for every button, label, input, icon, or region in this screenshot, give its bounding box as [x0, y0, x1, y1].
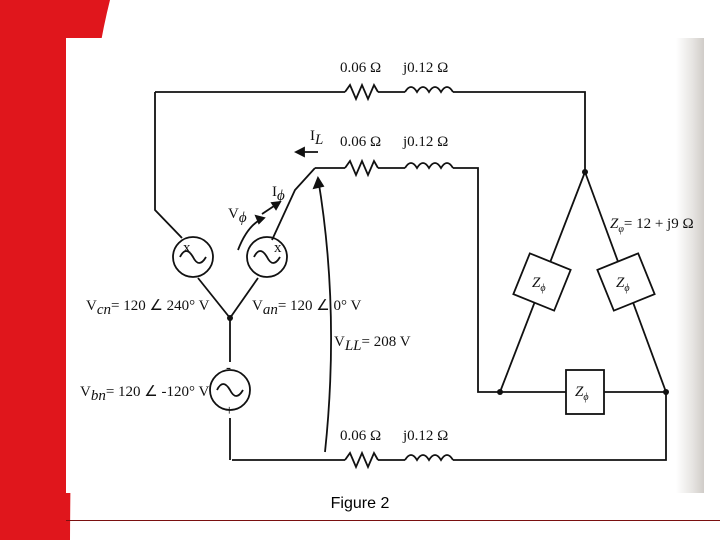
footer-rule: [66, 520, 720, 521]
bot-resistor: [344, 450, 379, 470]
mid-to-source: [271, 167, 316, 241]
svg-text:x: x: [274, 240, 282, 256]
source-c: [172, 236, 214, 278]
mid-reactance-label: j0.12 Ω: [402, 134, 448, 150]
zphi-value-label: Zφ= 12 + j9 Ω: [610, 216, 694, 235]
red-side-bar: [0, 0, 66, 540]
figure-caption: Figure 2: [330, 495, 390, 512]
scanned-figure-area: [66, 38, 704, 493]
svg-text:-: -: [226, 360, 231, 376]
mid-inductor: [404, 162, 454, 170]
top-reactance-label: j0.12 Ω: [402, 60, 448, 76]
source-b: [209, 369, 251, 411]
il-label: IL: [310, 128, 323, 148]
top-resistance-label: 0.06 Ω: [340, 60, 381, 76]
z-left-label: Zϕ: [532, 275, 546, 294]
wye-right-arm: [229, 277, 259, 319]
top-wire-c: [453, 91, 586, 172]
vll-arrow: [317, 177, 332, 453]
bot-resistance-label: 0.06 Ω: [340, 428, 381, 444]
bot-reactance-label: j0.12 Ω: [402, 428, 448, 444]
top-inductor: [404, 86, 454, 94]
top-resistor: [344, 82, 379, 102]
mid-resistance-label: 0.06 Ω: [340, 134, 381, 150]
van-label: Van= 120 ∠ 0° V: [252, 298, 361, 318]
svg-text:x: x: [183, 240, 191, 256]
z-left-box: [512, 252, 572, 312]
bot-wire-c: [453, 392, 667, 461]
vbn-label: Vbn= 120 ∠ -120° V: [80, 384, 209, 404]
mid-resistor: [344, 158, 379, 178]
mid-wire-c: [453, 167, 500, 393]
top-left-drop: [154, 92, 183, 239]
z-bottom-box: [565, 369, 605, 415]
z-right-box: [596, 252, 656, 312]
scan-shadow-edge: [676, 38, 704, 493]
svg-text:+: +: [225, 403, 233, 419]
source-a: [246, 236, 288, 278]
vphi-label: Vϕ: [228, 206, 247, 226]
z-bottom-label: Zϕ: [575, 384, 589, 403]
vll-label: VLL= 208 V: [334, 334, 411, 354]
vcn-label: Vcn= 120 ∠ 240° V: [86, 298, 210, 318]
z-right-label: Zϕ: [616, 275, 630, 294]
iphi-label: Iϕ: [272, 184, 285, 204]
bot-inductor: [404, 454, 454, 462]
wye-left-arm: [197, 277, 231, 319]
